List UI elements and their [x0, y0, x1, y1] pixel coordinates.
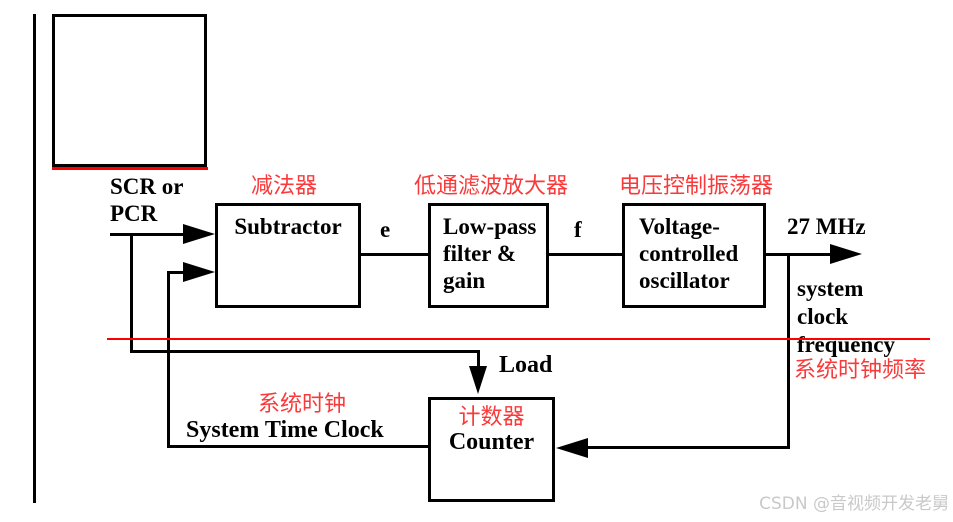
- watermark: CSDN @音视频开发老舅: [759, 494, 949, 514]
- lowpass-block: Low-pass filter & gain: [428, 203, 549, 308]
- subtractor-cn-label: 减法器: [251, 174, 318, 199]
- counter-cn-label: 计数器: [458, 405, 525, 430]
- empty-top-box: [52, 14, 207, 167]
- output-freq-label: 27 MHz: [787, 214, 866, 239]
- output-branch-vline: [787, 253, 790, 449]
- output-desc-cn-label: 系统时钟频率: [794, 358, 927, 383]
- e-line: [358, 253, 429, 256]
- input-arrowhead-icon: [183, 224, 215, 244]
- top-box-red-underline: [52, 167, 208, 170]
- second-input-arrowhead-icon: [183, 262, 215, 282]
- subtractor-label: Subtractor: [234, 214, 342, 239]
- output-desc-label: system clock frequency: [797, 276, 895, 357]
- left-margin-line: [33, 14, 36, 503]
- stc-label: System Time Clock: [186, 417, 384, 443]
- vco-label: Voltage- controlled oscillator: [639, 214, 739, 294]
- load-branch-vline: [130, 233, 133, 353]
- counter-in-hline: [586, 446, 790, 449]
- second-input-hline: [167, 271, 187, 274]
- counter-label: Counter: [448, 429, 535, 455]
- load-hline: [130, 350, 480, 353]
- input-line: [110, 233, 186, 236]
- subtractor-block: Subtractor: [215, 203, 361, 308]
- load-arrowhead-icon: [469, 366, 487, 394]
- counter-block: 计数器 Counter: [428, 397, 555, 502]
- red-divider-line: [107, 338, 930, 340]
- f-line: [546, 253, 623, 256]
- load-label: Load: [499, 352, 553, 378]
- input-signal-label: SCR or PCR: [110, 174, 184, 227]
- output-line: [764, 253, 832, 256]
- error-signal-label: e: [380, 217, 391, 242]
- freq-signal-label: f: [574, 217, 582, 242]
- vco-cn-label: 电压控制振荡器: [619, 174, 774, 199]
- stc-feedback-vline: [167, 271, 170, 448]
- counter-in-arrowhead-icon: [556, 438, 588, 458]
- load-drop-vline: [477, 350, 480, 368]
- lowpass-label: Low-pass filter & gain: [443, 214, 537, 294]
- stc-cn-label: 系统时钟: [258, 392, 347, 417]
- output-arrowhead-icon: [830, 244, 862, 264]
- stc-feedback-hline: [167, 445, 429, 448]
- vco-block: Voltage- controlled oscillator: [622, 203, 766, 308]
- lowpass-cn-label: 低通滤波放大器: [414, 174, 569, 199]
